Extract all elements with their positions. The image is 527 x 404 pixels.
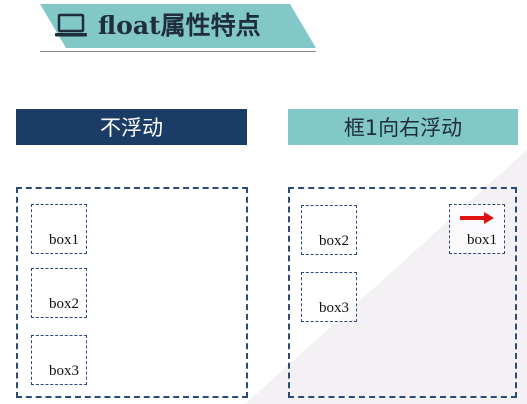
right-box1-label: box1: [467, 232, 497, 248]
right-box2-label: box2: [319, 233, 349, 249]
left-box2: box2: [31, 268, 87, 318]
left-box3-label: box3: [49, 363, 79, 379]
right-box3-label: box3: [319, 300, 349, 316]
header-banner: float属性特点: [40, 4, 316, 48]
header-underline: [40, 51, 316, 52]
label-no-float-text: 不浮动: [100, 116, 163, 140]
left-box1: box1: [31, 204, 87, 254]
page-title: float属性特点: [98, 11, 261, 40]
right-box3: box3: [301, 272, 357, 322]
header-banner-shape: [40, 4, 316, 48]
laptop-icon: [55, 13, 87, 37]
right-box1: box1: [449, 204, 505, 254]
float-right-arrow-icon: [460, 212, 494, 224]
left-box2-label: box2: [49, 296, 79, 312]
label-box1-float-right-text: 框1向右浮动: [343, 116, 463, 140]
label-box1-float-right: 框1向右浮动: [288, 109, 518, 145]
left-box3: box3: [31, 335, 87, 385]
container-no-float: [16, 187, 248, 398]
left-box1-label: box1: [49, 232, 79, 248]
label-no-float: 不浮动: [16, 109, 247, 145]
right-box2: box2: [301, 205, 357, 255]
container-box1-float-right: [288, 187, 517, 398]
